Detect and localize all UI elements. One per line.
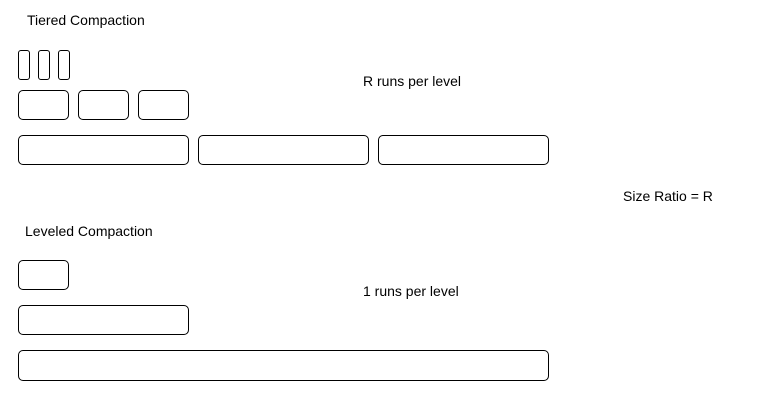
leveled-compaction-title: Leveled Compaction [25,223,153,239]
tiered-level-0-run [38,50,50,80]
tiered-level-1-run [138,90,189,120]
tiered-level-2-run [18,135,189,165]
leveled-level-1-run [18,305,189,335]
tiered-level-2-run [198,135,369,165]
leveled-level-0-run [18,260,69,290]
tiered-level-1-run [78,90,129,120]
tiered-level-0-run [58,50,70,80]
size-ratio-label: Size Ratio = R [623,188,713,204]
leveled-level-2-run [18,350,549,381]
tiered-runs-per-level-label: R runs per level [363,73,462,89]
tiered-level-2-run [378,135,549,165]
tiered-level-0-run [18,50,30,80]
leveled-runs-per-level-label: 1 runs per level [363,283,459,299]
tiered-level-1-run [18,90,69,120]
tiered-compaction-title: Tiered Compaction [27,12,145,28]
